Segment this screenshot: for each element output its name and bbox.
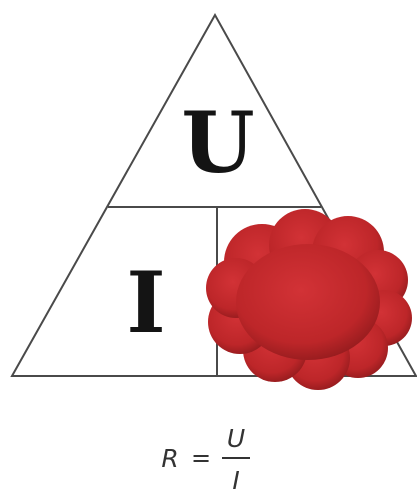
formula-numerator: U	[227, 424, 245, 453]
formula-denominator: I	[232, 466, 239, 495]
top-letter-u: U	[181, 93, 254, 192]
formula: R = U I	[161, 424, 250, 495]
formula-equals: =	[191, 444, 211, 472]
formula-lhs: R	[161, 444, 178, 473]
red-cloud-redaction	[206, 209, 412, 390]
left-letter-i: I	[126, 253, 165, 352]
